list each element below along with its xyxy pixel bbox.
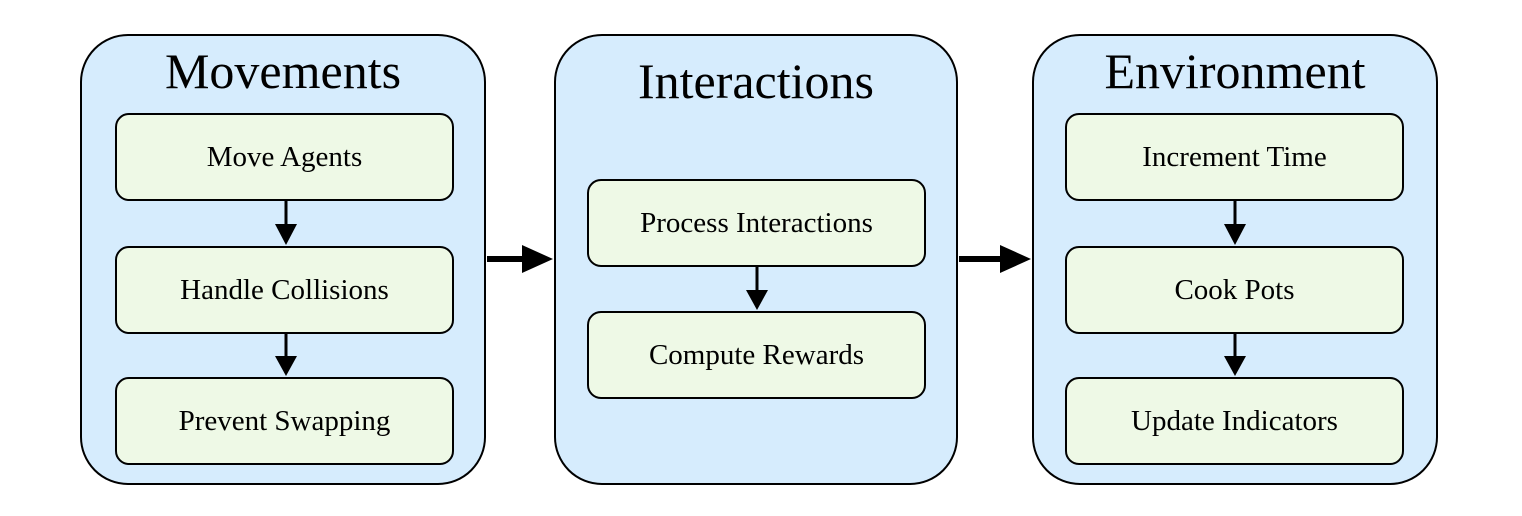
- step-process-interactions: Process Interactions: [587, 179, 926, 267]
- step-cook-pots: Cook Pots: [1065, 246, 1404, 334]
- group-title-environment: Environment: [1104, 43, 1366, 99]
- arrow-interactions-to-environment: [959, 245, 1031, 273]
- step-compute-rewards: Compute Rewards: [587, 311, 926, 399]
- step-handle-collisions: Handle Collisions: [115, 246, 454, 334]
- group-title-interactions: Interactions: [637, 53, 874, 109]
- arrow-movements-to-interactions: [487, 245, 553, 273]
- step-update-indicators: Update Indicators: [1065, 377, 1404, 465]
- step-increment-time: Increment Time: [1065, 113, 1404, 201]
- step-move-agents: Move Agents: [115, 113, 454, 201]
- step-prevent-swapping: Prevent Swapping: [115, 377, 454, 465]
- group-title-movements: Movements: [164, 43, 402, 99]
